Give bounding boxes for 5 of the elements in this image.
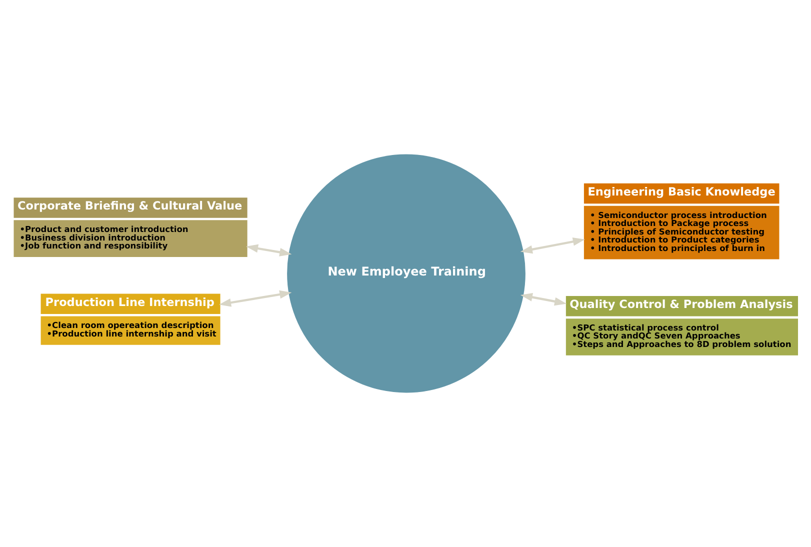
arrow: [246, 244, 292, 256]
node-circle: New Employee Training: [286, 154, 526, 394]
arrow: [218, 290, 292, 307]
arrow: [520, 237, 585, 254]
arrow: [520, 293, 567, 306]
